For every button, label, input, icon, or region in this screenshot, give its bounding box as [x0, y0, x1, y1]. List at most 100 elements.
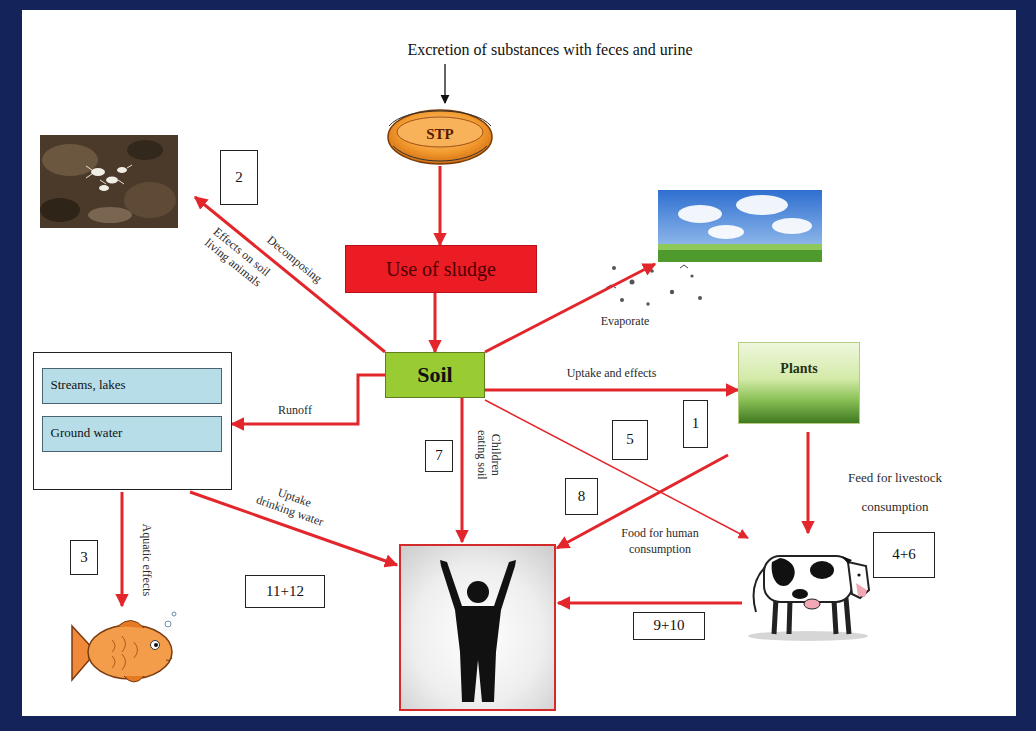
fish-picture: [72, 612, 176, 682]
cow-picture: [772, 558, 795, 586]
treatment-plant-shape: [389, 111, 491, 126]
node-text: Plants: [780, 361, 817, 377]
vapour-specks: [698, 296, 702, 300]
sky-picture: [772, 218, 812, 234]
water-box: Ground water: [42, 416, 222, 452]
input-caption: Excretion of substances with feces and u…: [290, 40, 810, 59]
node-text: STP: [426, 126, 454, 143]
soil-animals-photo: [99, 185, 109, 191]
arrow: [558, 602, 742, 605]
plants-picture: Plants: [738, 342, 860, 424]
arrow: [122, 64, 808, 606]
soil-animals-photo: [40, 135, 178, 228]
treatment-plant-shape: [388, 110, 492, 164]
sky-picture: [658, 190, 822, 262]
callout-number: 4+6: [873, 532, 935, 578]
node-text: Streams, lakes: [51, 378, 126, 393]
fish-picture: [118, 620, 144, 628]
node-text: Ground water: [51, 426, 123, 441]
water-group: Streams, lakesGround water: [33, 352, 232, 490]
sky-picture: [658, 250, 822, 262]
cow-picture: [842, 556, 852, 564]
vapour-specks: [606, 265, 702, 306]
soil-animals-photo: [88, 207, 132, 223]
callout-number: 5: [612, 420, 648, 460]
flow-arrow: [434, 293, 437, 352]
person-picture: [400, 545, 555, 710]
soil-animals-photo: [127, 140, 163, 160]
callout-number: 3: [70, 540, 98, 575]
arrow-label: Aquatic effects: [139, 512, 153, 607]
callout-number: 7: [425, 440, 453, 472]
arrow-label: Effects on soil living animals: [189, 216, 284, 301]
cow-picture: [792, 589, 808, 599]
arrow-label: Food for human consumption: [615, 526, 705, 557]
fish-picture: [112, 636, 138, 670]
node-text: Use of sludge: [386, 258, 496, 281]
sky-picture: [708, 225, 744, 239]
arrow-label: Feed for livestock consumption: [820, 464, 970, 521]
person-picture: [440, 560, 516, 702]
vapour-specks: [690, 274, 693, 277]
arrow-label: Uptake drinking water: [251, 479, 334, 531]
soil-animals-photo: [124, 182, 176, 218]
arrow: [444, 64, 445, 103]
arrow-label: Children eating soil: [474, 423, 502, 487]
person-picture: [400, 545, 555, 710]
cow-picture: [856, 583, 867, 597]
treatment-plant-shape: [397, 117, 483, 147]
treatment-plant-shape: [393, 146, 487, 161]
arrow: [461, 398, 464, 542]
vapour-specks: [620, 298, 624, 302]
callout-number: 11+12: [245, 575, 325, 608]
fish-picture: [165, 621, 171, 627]
fish-picture: [166, 658, 172, 661]
water-box: Streams, lakes: [42, 368, 222, 404]
flow-arrow: [232, 375, 385, 424]
sky-picture: [678, 195, 812, 239]
cow-picture: [848, 562, 869, 598]
flow-arrow: [485, 389, 738, 392]
soil-animals-photo: [106, 177, 118, 184]
soil-animals-photo: [91, 168, 105, 176]
node-text: Soil: [417, 362, 452, 387]
vapour-specks: [612, 266, 616, 270]
flow-arrow: [439, 166, 442, 245]
edge-label: Runoff: [276, 404, 314, 418]
person-picture: [467, 581, 489, 603]
edge-label: Uptake and effects: [565, 367, 659, 381]
cow-picture: [810, 561, 834, 579]
soil-animals-photo: [91, 167, 127, 191]
soil-animals-photo: [86, 165, 132, 184]
callout-number: 2: [220, 150, 258, 205]
arrow: [121, 492, 124, 606]
fish-picture: [124, 676, 144, 682]
cow-picture: [857, 573, 860, 576]
fish-picture: [154, 643, 158, 647]
treatment-plant-disc: STP: [385, 104, 495, 166]
sky-picture: [658, 190, 822, 262]
vapour-specks: [646, 302, 649, 305]
sky-picture: [658, 244, 822, 250]
arrow-label: Evaporate: [585, 315, 665, 329]
sludge-box: Use of sludge: [345, 245, 537, 293]
callout-number: 9+10: [633, 612, 705, 640]
fish-picture: [151, 641, 160, 650]
arrow: [807, 432, 810, 533]
sky-picture: [678, 205, 722, 223]
vapour-specks: [670, 290, 674, 294]
vapour-specks: [650, 269, 654, 273]
callout-number: 1: [683, 400, 708, 448]
cow-picture: [804, 599, 820, 609]
soil-animals-photo: [42, 144, 98, 176]
callout-number: 8: [565, 478, 598, 515]
soil-animals-photo: [40, 198, 80, 222]
sky-picture: [736, 195, 788, 215]
cow-picture: [774, 598, 849, 634]
soil-animals-photo: [117, 167, 127, 173]
fish-picture: [172, 612, 176, 616]
soil-animals-photo: [40, 135, 178, 228]
